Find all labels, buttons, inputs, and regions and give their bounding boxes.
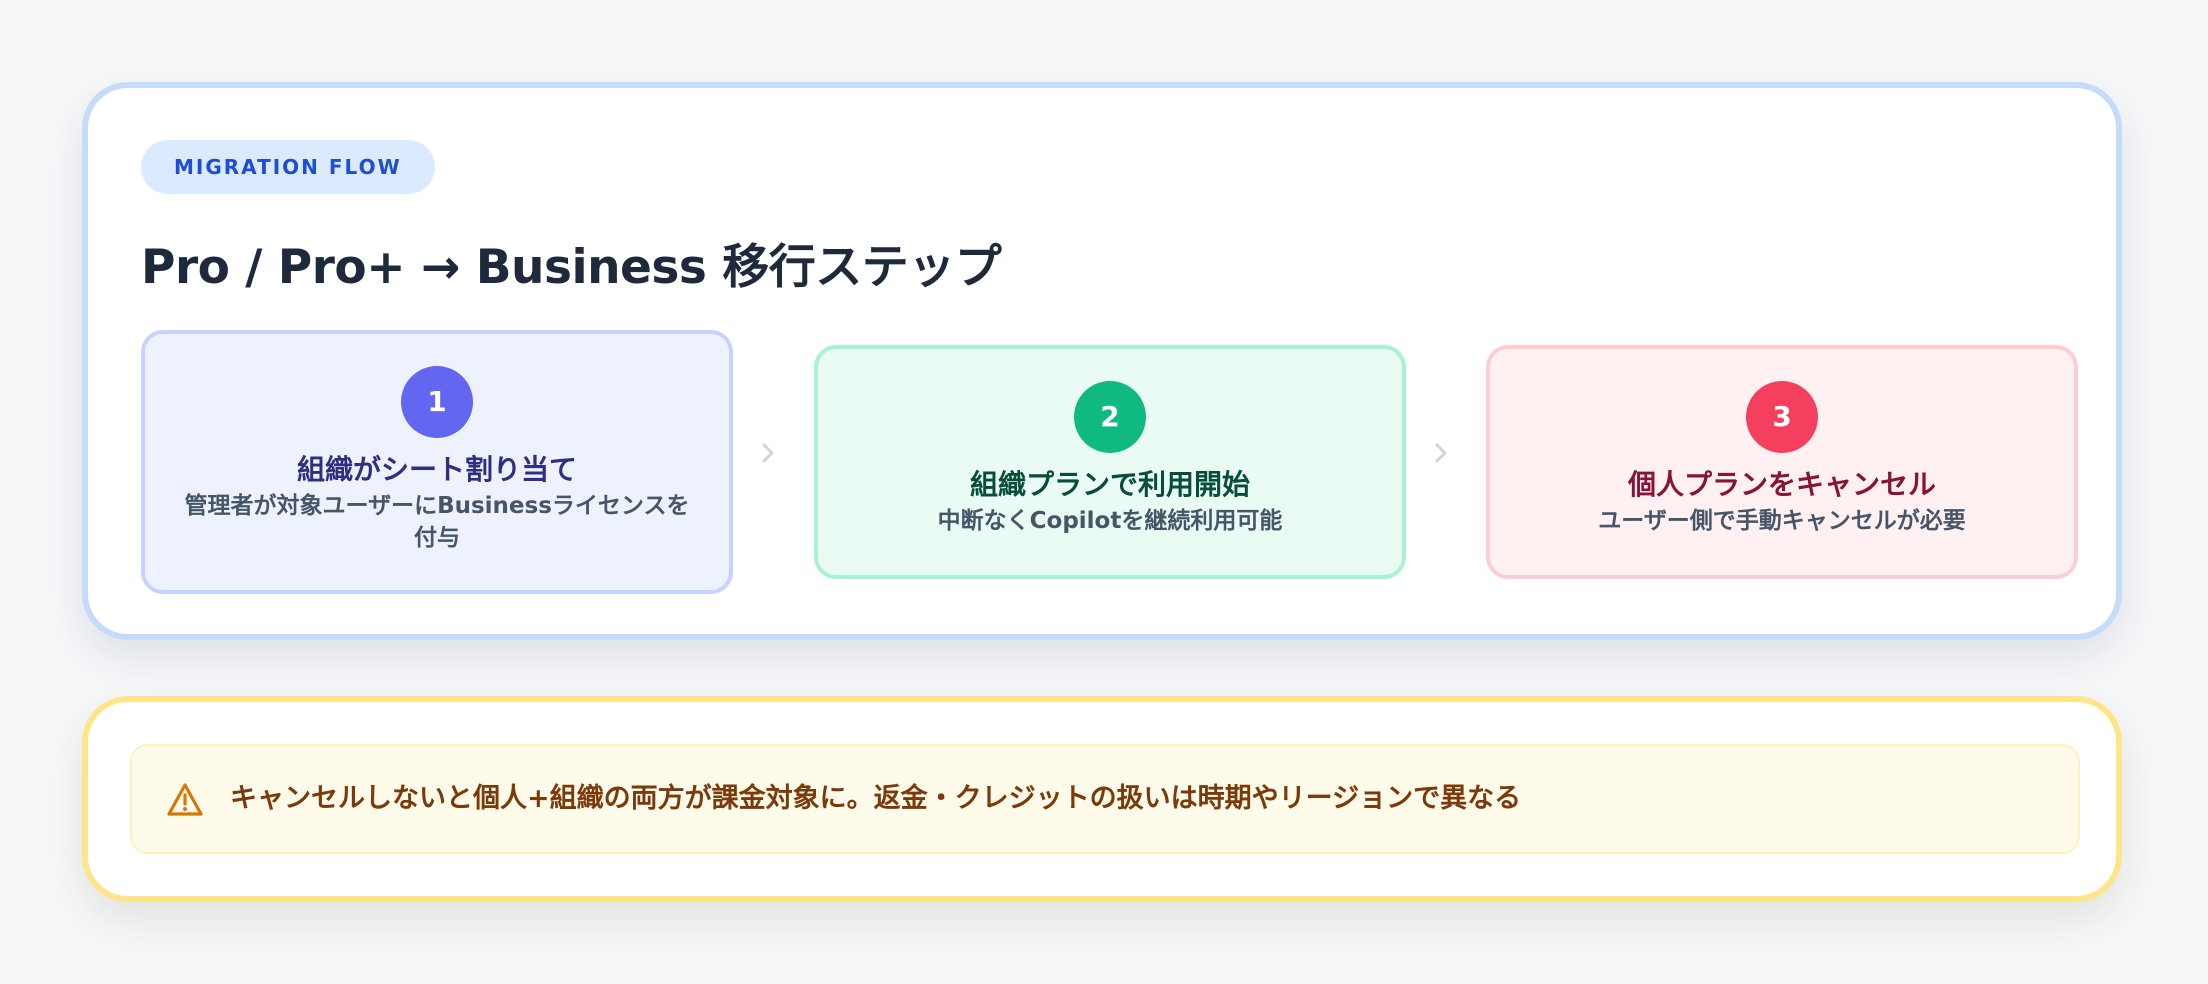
warning-triangle-icon — [167, 783, 203, 816]
step-2-card: 2 組織プランで利用開始 中断なくCopilotを継続利用可能 — [814, 345, 1406, 579]
migration-flow-card: MIGRATION FLOW Pro / Pro+ → Business 移行ス… — [82, 82, 2122, 640]
step-3-number: 3 — [1746, 381, 1818, 453]
chevron-right-icon — [762, 443, 774, 463]
chevron-right-icon — [1435, 443, 1447, 463]
step-3-title: 個人プランをキャンセル — [1627, 468, 1936, 501]
warning-text: キャンセルしないと個人+組織の両方が課金対象に。返金・クレジットの扱いは時期やリ… — [230, 783, 1522, 814]
migration-flow-badge: MIGRATION FLOW — [141, 140, 435, 194]
step-1-description: 管理者が対象ユーザーにBusinessライセンスを付与 — [184, 493, 690, 551]
step-1-title: 組織がシート割り当て — [296, 453, 577, 486]
step-3-description: ユーザー側で手動キャンセルが必要 — [1598, 508, 1966, 534]
step-1-card: 1 組織がシート割り当て 管理者が対象ユーザーにBusinessライセンスを付与 — [141, 330, 733, 594]
step-1-number: 1 — [401, 366, 473, 438]
step-2-title: 組織プランで利用開始 — [969, 468, 1250, 501]
step-3-card: 3 個人プランをキャンセル ユーザー側で手動キャンセルが必要 — [1486, 345, 2078, 579]
page-title: Pro / Pro+ → Business 移行ステップ — [141, 240, 1002, 295]
step-2-number: 2 — [1074, 381, 1146, 453]
warning-banner: キャンセルしないと個人+組織の両方が課金対象に。返金・クレジットの扱いは時期やリ… — [130, 744, 2080, 854]
warning-card: キャンセルしないと個人+組織の両方が課金対象に。返金・クレジットの扱いは時期やリ… — [82, 696, 2122, 902]
step-2-description: 中断なくCopilotを継続利用可能 — [937, 508, 1283, 534]
